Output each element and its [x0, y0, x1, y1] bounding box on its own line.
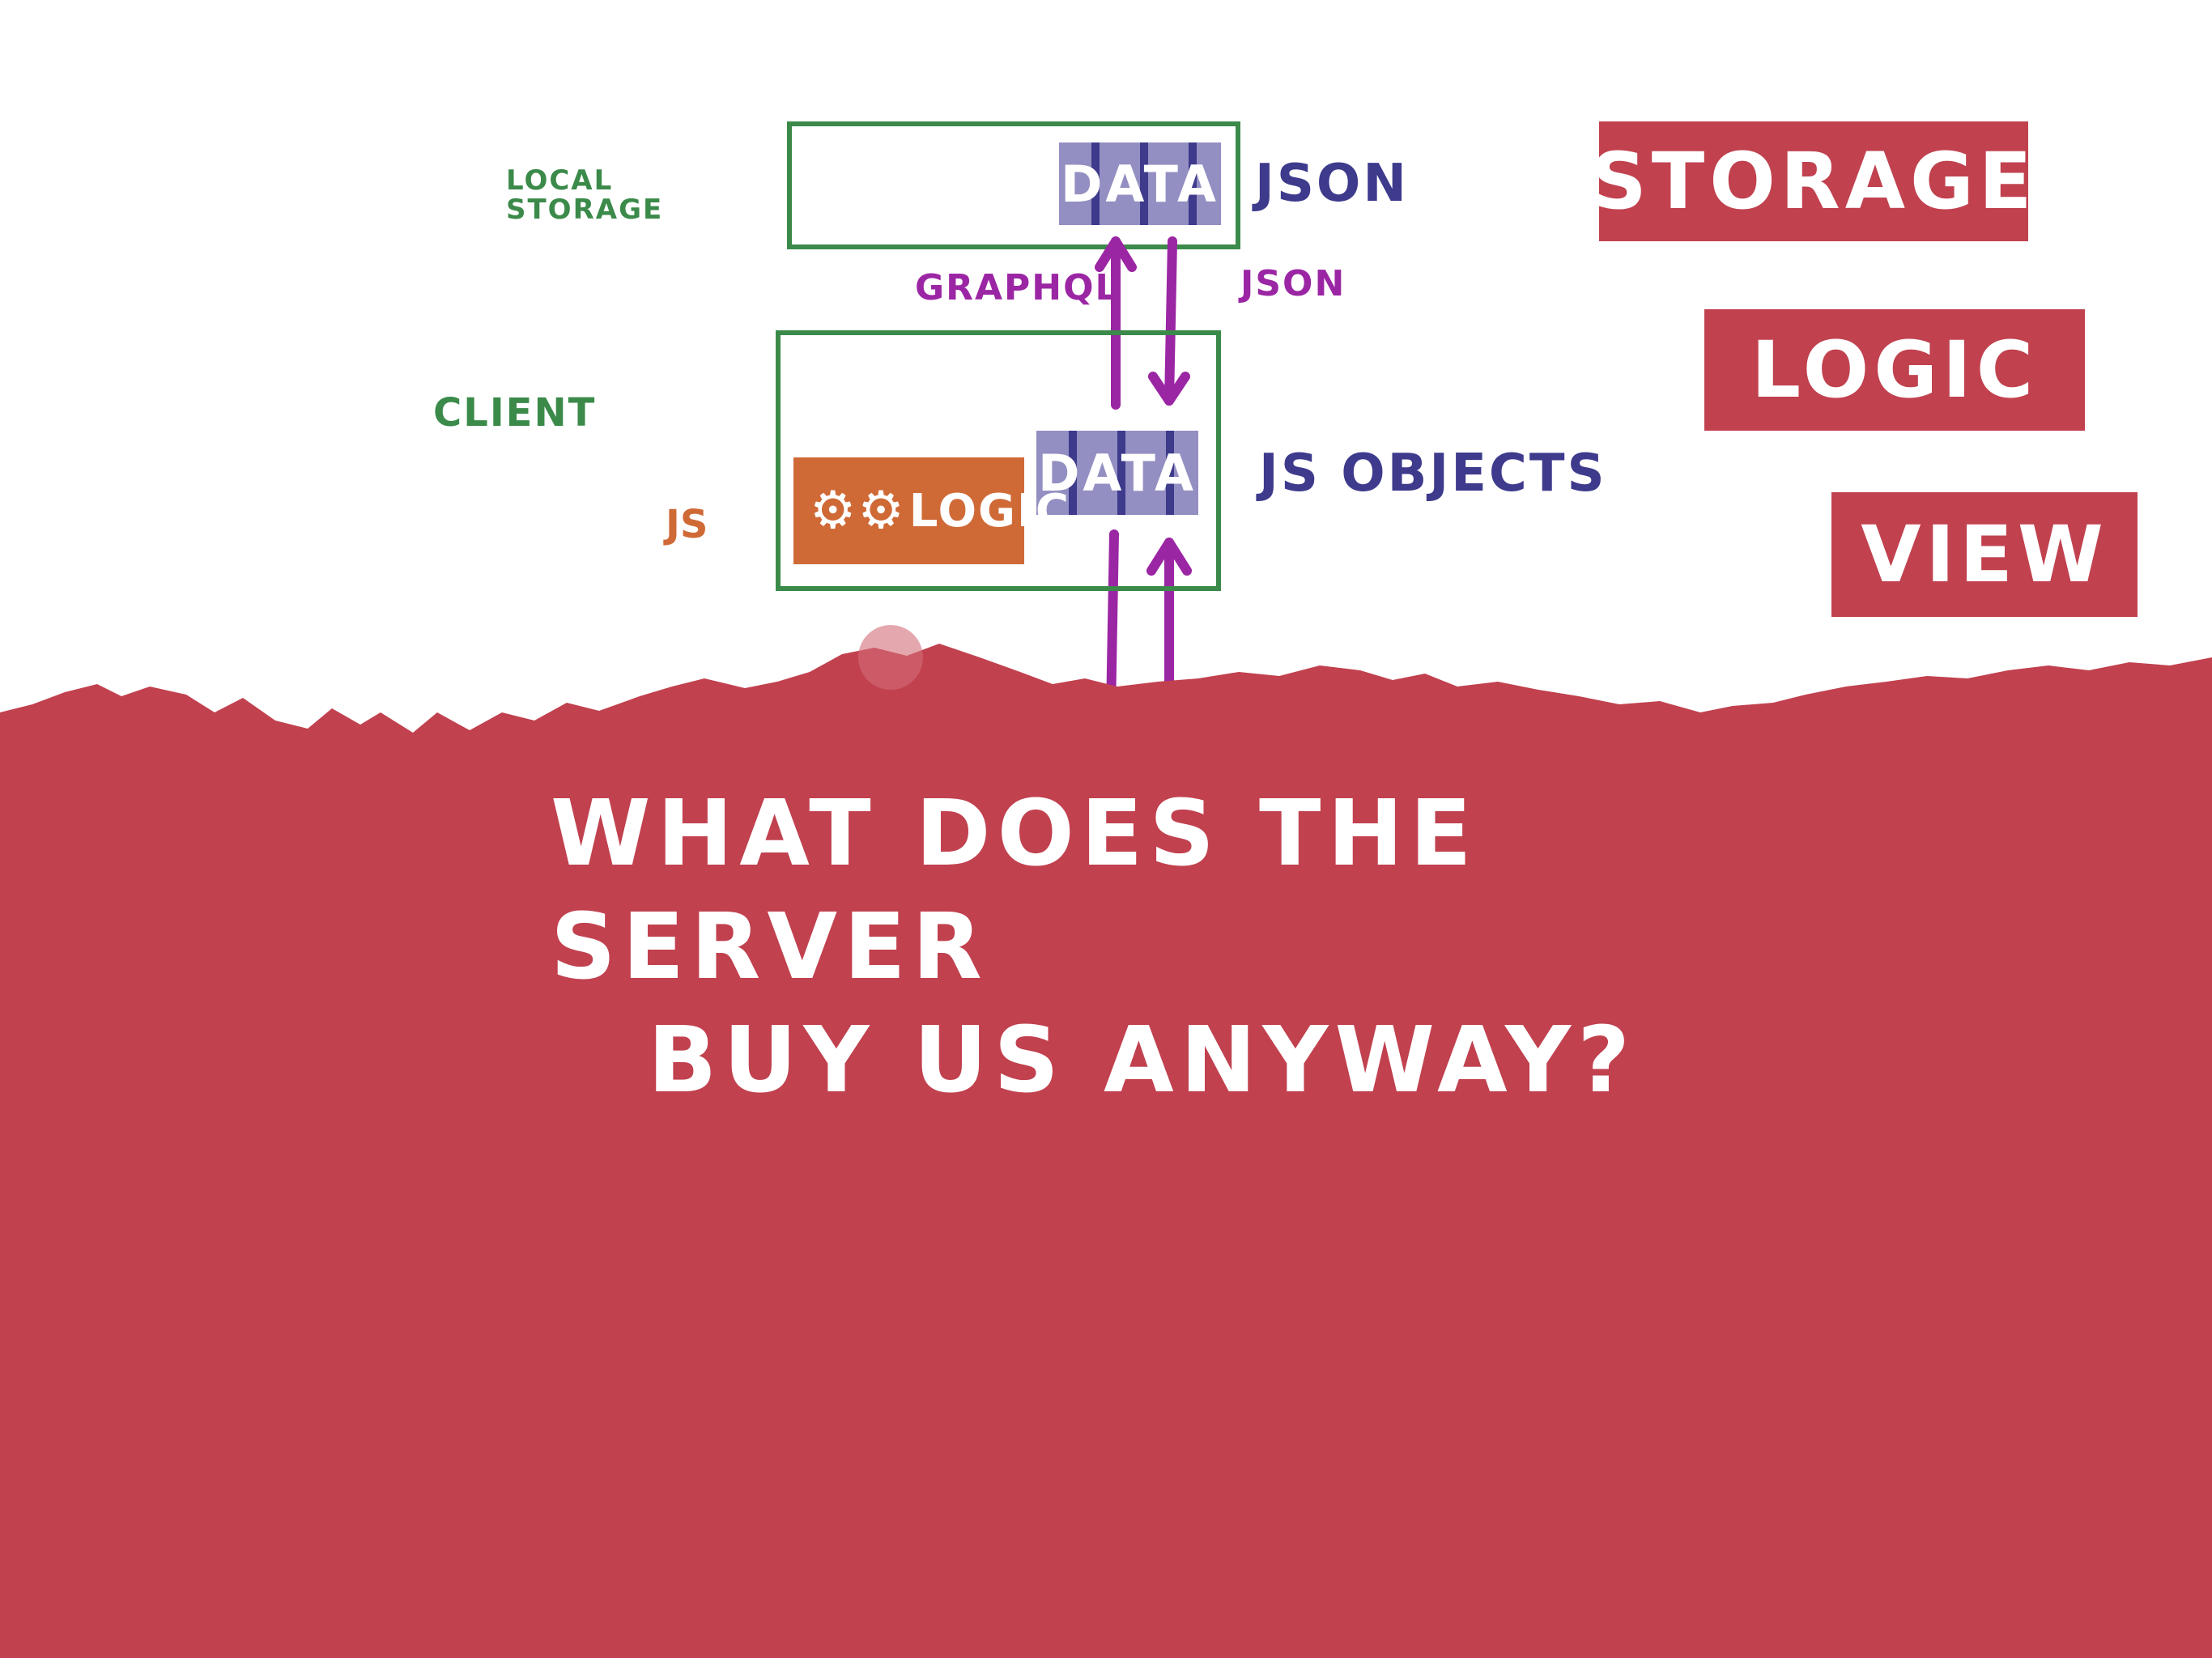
question-line1: WHAT DOES THE SERVER [551, 781, 1478, 1000]
server-question: WHAT DOES THE SERVER BUY US ANYWAY? [551, 777, 1684, 1117]
arrow-up-graphql-head [1095, 236, 1137, 272]
client-data-chip: DATA [1036, 431, 1198, 515]
client-data-label: DATA [1037, 443, 1197, 503]
logic-chip: ⚙⚙ LOGIC [793, 457, 1069, 564]
logic-lang-label: JS [666, 502, 708, 547]
arrow-down-json [1164, 236, 1177, 406]
client-box [776, 330, 1221, 591]
client-label: CLIENT [433, 390, 597, 436]
arrow-down-lower [1106, 529, 1119, 717]
local-storage-label: LOCAL STORAGE [506, 166, 663, 224]
logic-chip-label: LOGIC [908, 484, 1070, 538]
layer-view: VIEW [1831, 492, 2138, 617]
local-storage-data-chip: DATA [1059, 142, 1221, 225]
local-storage-label-line1: LOCAL [506, 164, 614, 197]
local-storage-format: JSON [1255, 154, 1409, 214]
protocol-graphql-label: GRAPHQL [915, 267, 1120, 308]
question-line2: BUY US ANYWAY? [648, 1008, 1637, 1113]
protocol-json-label: JSON [1240, 263, 1346, 304]
local-storage-box [787, 121, 1240, 249]
client-format: JS OBJECTS [1259, 444, 1607, 504]
arrow-down-json-head [1148, 372, 1190, 406]
layer-logic: LOGIC [1704, 309, 2085, 431]
local-storage-label-line2: STORAGE [506, 193, 664, 226]
gears-icon: ⚙⚙ [810, 481, 906, 541]
layer-storage: STORAGE [1591, 121, 2031, 241]
arrow-up-lower-head [1146, 538, 1192, 576]
local-storage-data-label: DATA [1060, 154, 1220, 214]
